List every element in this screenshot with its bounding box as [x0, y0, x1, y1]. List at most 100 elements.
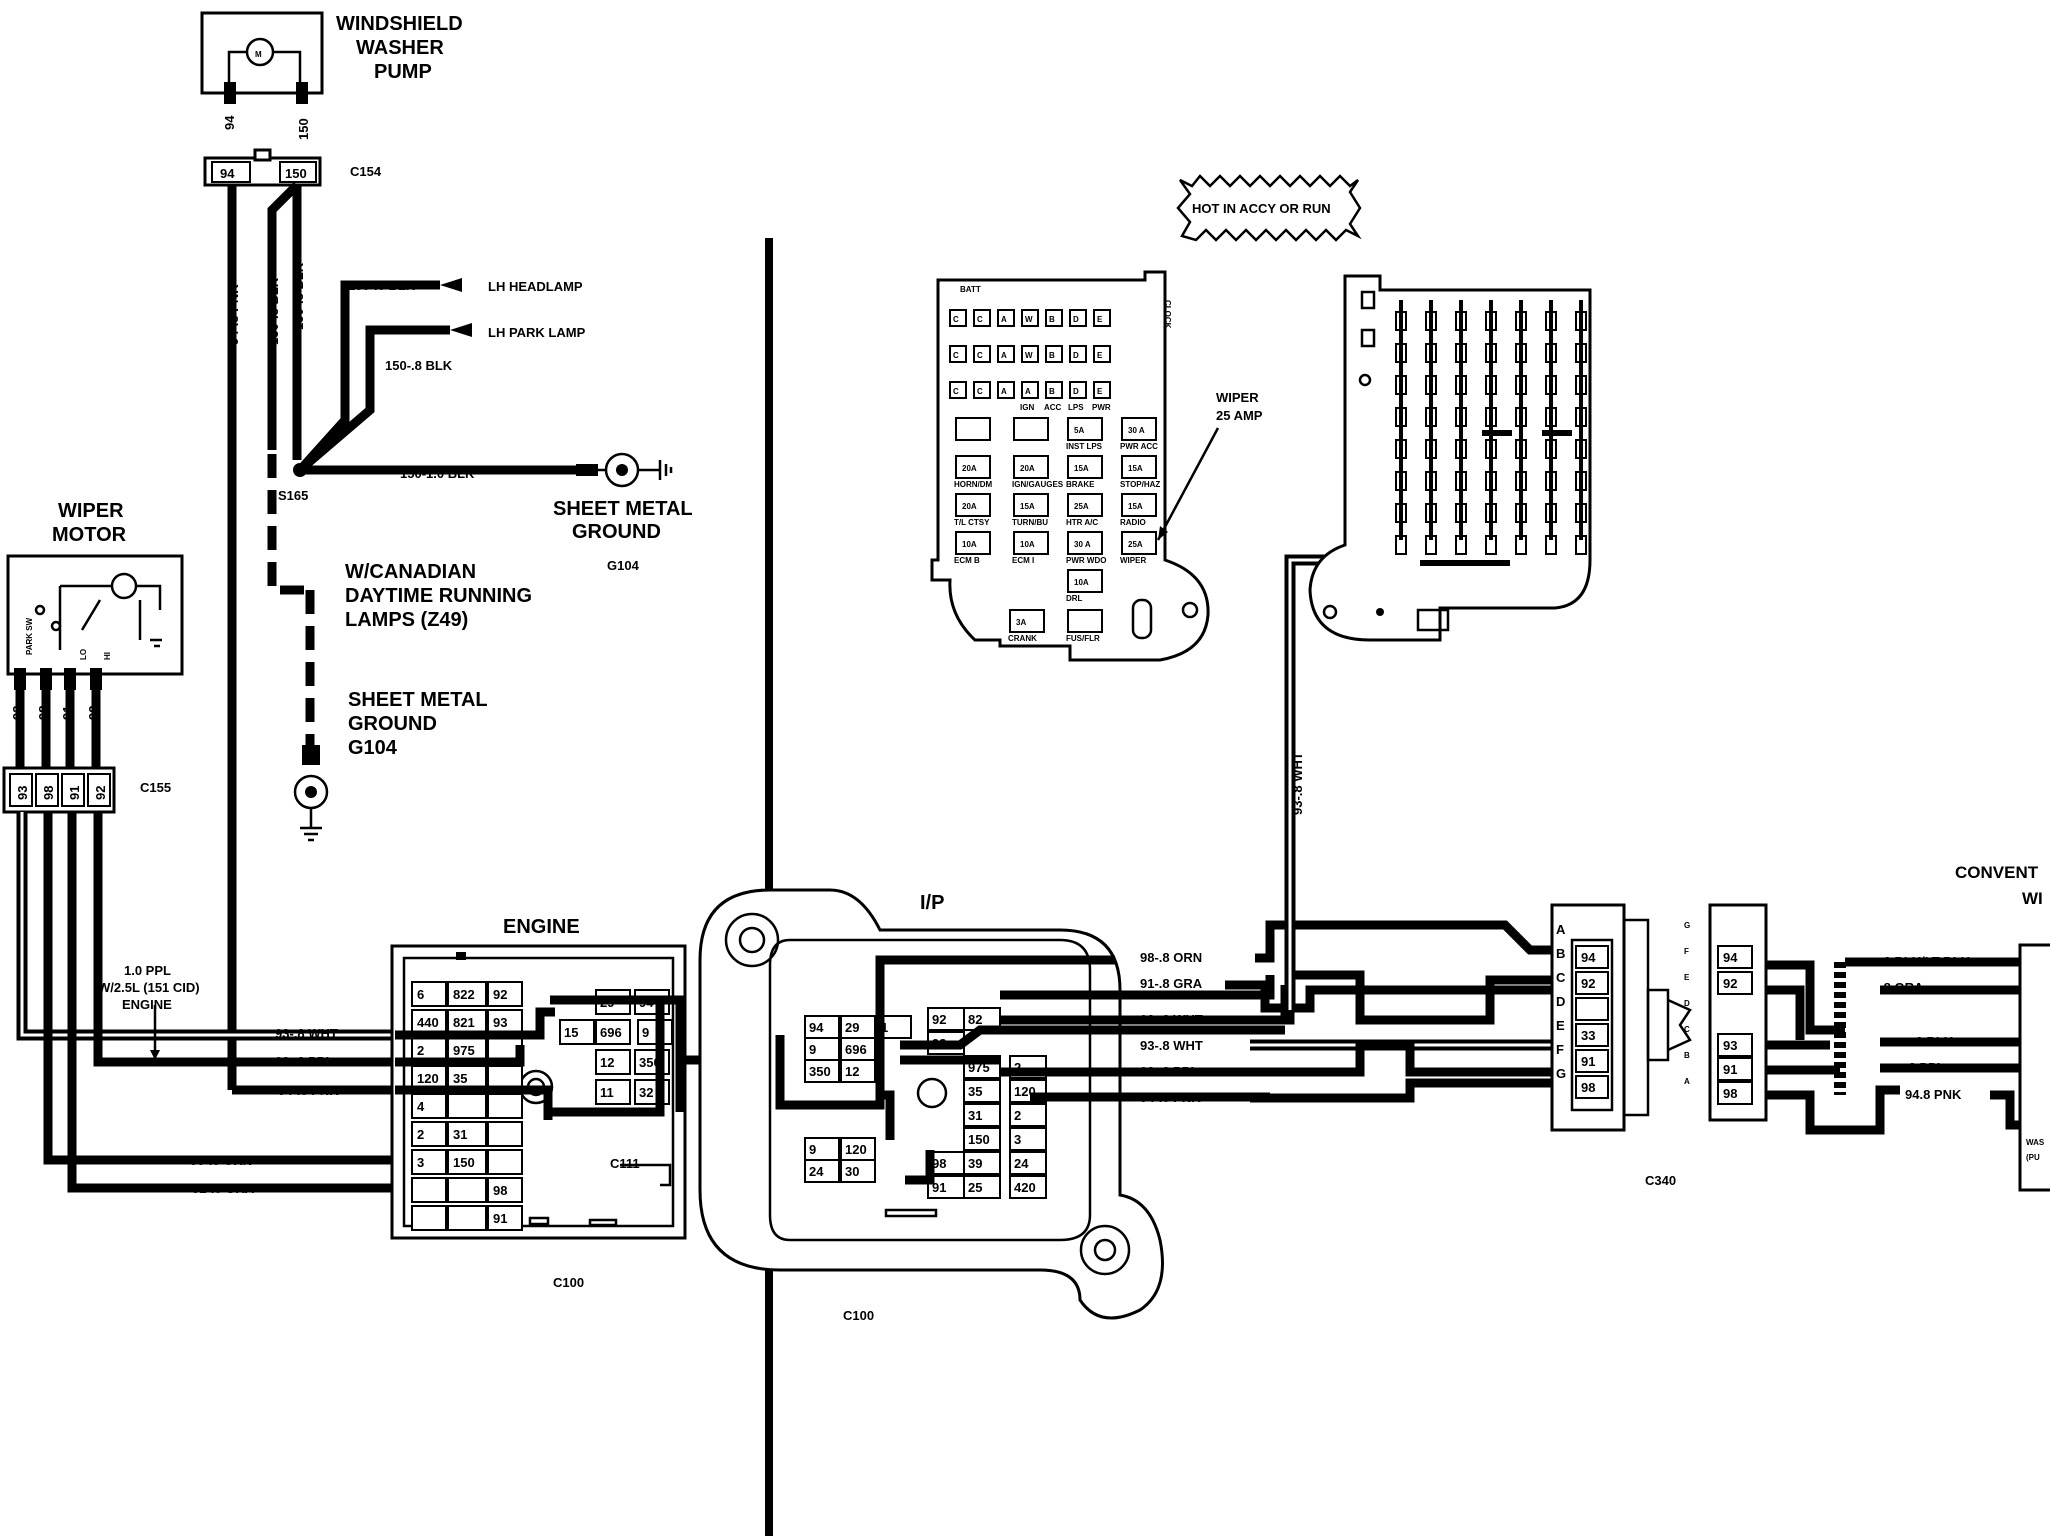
washer-pump-title-3: PUMP [374, 61, 432, 83]
c340-right-letter: E [1684, 973, 1690, 982]
front-fuse-caption: BRAKE [1066, 480, 1095, 489]
front-fuse-amp: 5A [1074, 426, 1084, 435]
ip-c100-label: C100 [843, 1308, 874, 1323]
front-lower-fuse-caption: DRL [1066, 594, 1083, 603]
engine-cell-value: 98 [493, 1183, 507, 1198]
engine-cell [411, 1149, 447, 1175]
ground-g104-bottom: SHEET METAL GROUND G104 [293, 689, 488, 842]
front-terminal [1093, 309, 1111, 327]
engine-cell-value: 2 [417, 1043, 424, 1058]
ip-cell-value: 696 [845, 1042, 867, 1057]
front-terminal-letter: C [953, 351, 959, 360]
label-right-92: 92-.8 PPL [1140, 1064, 1199, 1079]
front-fuse [1121, 417, 1157, 441]
ip-right-cell [1009, 1175, 1047, 1199]
c340-right-pin-value: 93 [1723, 1038, 1737, 1053]
label-left-91: 91-.8 GRA [192, 1181, 255, 1196]
front-terminal-letter: E [1097, 315, 1103, 324]
engine-cell-value: 6 [417, 987, 424, 1002]
ip-right-cell-value: 92 [932, 1012, 946, 1027]
c340-left-pin [1575, 971, 1609, 995]
ip-right-cell [963, 1151, 1001, 1175]
front-terminal-letter: B [1049, 387, 1055, 396]
pump-pin-94: 94 [222, 115, 237, 130]
front-fuse-amp: 15A [1128, 464, 1143, 473]
wiper-fuse-pointer [1156, 427, 1220, 541]
ip-right-cell [1009, 1151, 1047, 1175]
front-fuse [1067, 455, 1103, 479]
front-clock: CLOCK [1163, 300, 1172, 329]
ip-cell-value: 29 [845, 1020, 859, 1035]
front-fuse-caption: STOP/HAZ [1120, 480, 1160, 489]
front-terminal-letter: D [1073, 315, 1079, 324]
front-fuse-amp: 30 A [1074, 540, 1091, 549]
front-fuse-amp: 25A [1074, 502, 1089, 511]
ip-cell-value: 30 [845, 1164, 859, 1179]
c340-left-letter: F [1556, 1042, 1564, 1057]
front-lower-fuse [1009, 609, 1045, 633]
front-fuse-caption: ECM B [954, 556, 980, 565]
front-fuse [1121, 455, 1157, 479]
engine-cell-value: 92 [493, 987, 507, 1002]
front-row-caption: IGN [1020, 403, 1034, 412]
hot-note-text: HOT IN ACCY OR RUN [1192, 201, 1331, 216]
engine-cell-value: 440 [417, 1015, 439, 1030]
front-terminal [973, 381, 991, 399]
arrow-headlamp [440, 278, 462, 292]
label-right-94: 94-.8 PNK [1140, 1090, 1201, 1105]
wiper-motor-title-2: MOTOR [52, 524, 127, 546]
rear-fuse-bar [1519, 300, 1523, 540]
front-terminal [1045, 345, 1063, 363]
front-terminal [1069, 345, 1087, 363]
front-terminal [949, 381, 967, 399]
rear-fuse-bar [1579, 300, 1583, 540]
front-fuse-amp: 10A [1020, 540, 1035, 549]
lamp-lh-parklamp: LH PARK LAMP [488, 325, 586, 340]
ip-cell [840, 1159, 876, 1183]
ip-right-cell [963, 1079, 1001, 1103]
front-fuse-amp: 25A [1128, 540, 1143, 549]
c340-left-pin-value: 91 [1581, 1054, 1595, 1069]
engine-cell [487, 1177, 523, 1203]
ip-internal-wires-1 [775, 955, 1115, 1185]
ip-cell [804, 1159, 840, 1183]
rear-bus-bar [1470, 560, 1510, 566]
engine-label: ENGINE [503, 916, 580, 938]
engine-cell-value: 35 [453, 1071, 467, 1086]
c340-right-letter: B [1684, 1051, 1690, 1060]
front-terminal [1021, 381, 1039, 399]
label-wht-vertical: 93-.8 WHT [1290, 752, 1305, 815]
front-terminal-letter: C [977, 351, 983, 360]
engine-cell [487, 1009, 523, 1035]
engine-right-cell-value: 696 [600, 1025, 622, 1040]
front-fuse-amp: 20A [1020, 464, 1035, 473]
front-terminal-letter: C [953, 387, 959, 396]
front-terminal-letter: C [953, 315, 959, 324]
front-fuse-caption: PWR WDO [1066, 556, 1106, 565]
wiper-fuse-note-2: 25 AMP [1216, 408, 1263, 423]
ip-cell-value: 1 [881, 1020, 888, 1035]
washer-pump-title-2: WASHER [356, 37, 444, 59]
front-terminal [949, 309, 967, 327]
engine-right-cell [595, 1079, 631, 1105]
c340-left-pin-value: 33 [1581, 1028, 1595, 1043]
connector-c155: A B C D 93 98 91 92 C155 [2, 726, 171, 814]
front-fuse [1067, 417, 1103, 441]
label-150-blk-head: 150-.8 BLK [348, 278, 416, 293]
rear-fuse-bar [1549, 300, 1553, 540]
ip-right-cell-value: 82 [968, 1012, 982, 1027]
label-150-blk-ground: 150-1.0 BLK [400, 466, 475, 481]
front-fuse-amp: 10A [962, 540, 977, 549]
c155-pin-93: 93 [15, 786, 30, 800]
front-fuse-caption: WIPER [1120, 556, 1146, 565]
s165-label: S165 [278, 488, 308, 503]
washer-pump: M WINDSHIELD WASHER PUMP [200, 11, 463, 104]
front-row-caption: ACC [1044, 403, 1062, 412]
front-terminal-letter: A [1001, 351, 1007, 360]
engine-cell-value: 821 [453, 1015, 475, 1030]
front-terminal-letter: C [977, 315, 983, 324]
front-row-caption: LPS [1068, 403, 1084, 412]
